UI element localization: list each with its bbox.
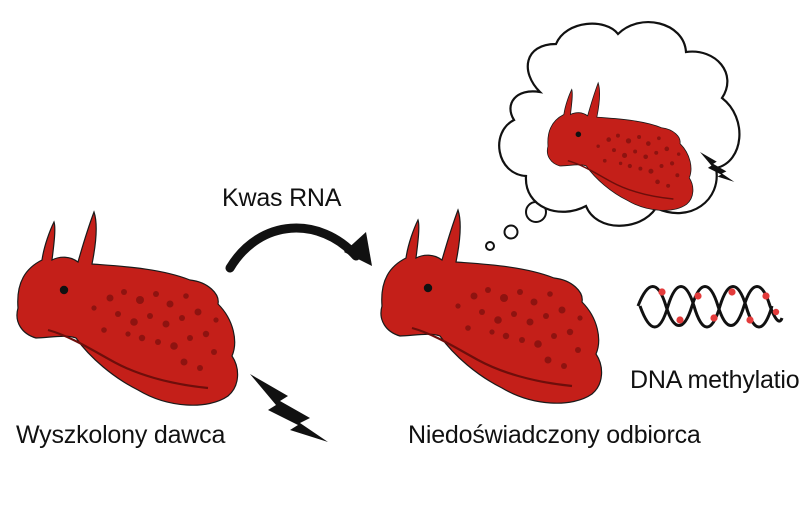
methylation-mark bbox=[658, 288, 780, 324]
donor-label: Wyszkolony dawca bbox=[16, 421, 226, 449]
lightning-bolt-icon bbox=[250, 374, 328, 442]
thought-bubble bbox=[485, 21, 741, 251]
transfer-label: Kwas RNA bbox=[222, 184, 342, 212]
recipient-slug bbox=[379, 208, 603, 405]
dna-helix-icon bbox=[636, 285, 784, 329]
recipient-label: Niedoświadczony odbiorca bbox=[408, 421, 701, 449]
curved-arrow-icon bbox=[225, 223, 372, 273]
donor-slug bbox=[15, 210, 239, 407]
methylation-label: DNA methylation bbox=[630, 366, 800, 394]
